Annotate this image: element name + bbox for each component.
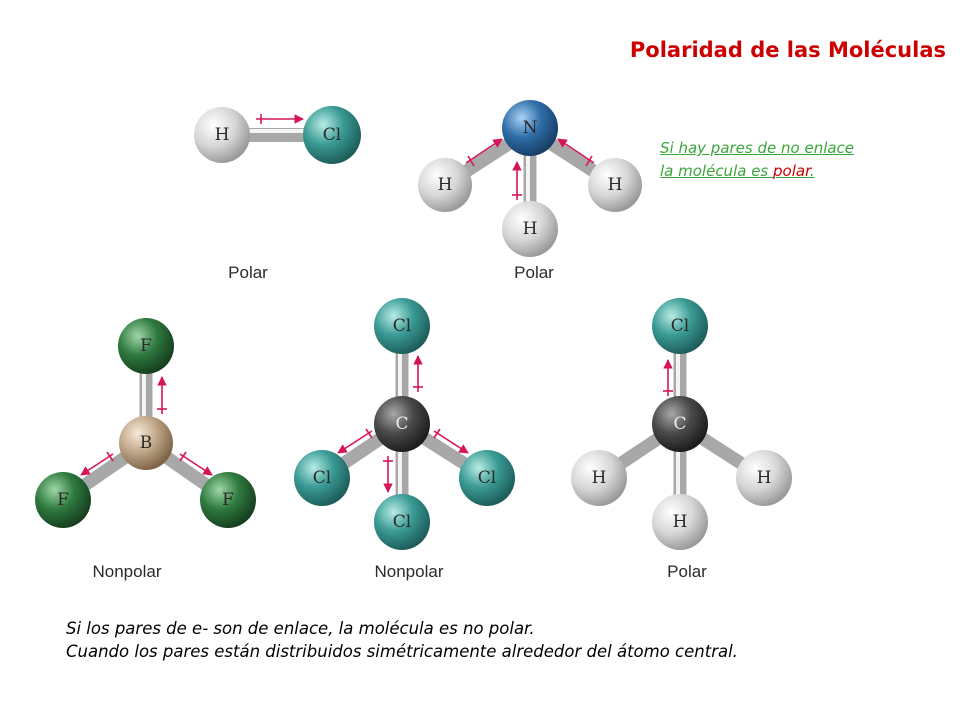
chlorine-atom <box>652 298 708 354</box>
molecule-label-ccl4: Nonpolar <box>375 562 444 581</box>
hydrogen-atom <box>194 107 250 163</box>
atom-label: Cl <box>478 468 496 488</box>
molecule-label-bf3: Nonpolar <box>93 562 162 581</box>
note-highlight-polar: polar <box>773 162 810 180</box>
dipole-arrow <box>80 451 114 476</box>
atom-label: Cl <box>393 316 411 336</box>
dipole-arrow <box>179 451 213 476</box>
dipole-arrow <box>465 138 503 167</box>
atom-label: F <box>57 490 69 510</box>
caption-line-2: Cuando los pares están distribuidos simé… <box>66 642 738 661</box>
molecule-label-ch3cl: Polar <box>667 562 707 581</box>
note-line-1: Si hay pares de no enlace <box>660 139 855 157</box>
fluorine-atom <box>35 472 91 528</box>
dipole-arrow <box>337 428 373 454</box>
carbon-atom <box>374 396 430 452</box>
molecule-label-nh3: Polar <box>514 263 554 282</box>
atom-label: H <box>438 175 453 195</box>
chlorine-atom <box>374 298 430 354</box>
dipole-arrow <box>413 355 423 392</box>
carbon-atom <box>652 396 708 452</box>
dipole-arrow <box>383 456 393 493</box>
molecule-label-hcl: Polar <box>228 263 268 282</box>
molecule-nh3: N H H H Polar <box>418 100 642 282</box>
atom-label: Cl <box>671 316 689 336</box>
dipole-arrow <box>256 114 304 124</box>
dipole-arrow <box>512 161 522 200</box>
dipole-arrow <box>433 428 469 454</box>
nitrogen-atom <box>502 100 558 156</box>
hydrogen-atom <box>571 450 627 506</box>
atom-label: Cl <box>313 468 331 488</box>
chlorine-atom <box>303 106 361 164</box>
atom-label: Cl <box>393 512 411 532</box>
atom-label: F <box>140 336 152 356</box>
hydrogen-atom <box>736 450 792 506</box>
molecule-bf3: F B F F Nonpolar <box>35 318 256 581</box>
atom-label: C <box>673 414 686 434</box>
fluorine-atom <box>118 318 174 374</box>
atom-label: H <box>673 512 688 532</box>
molecule-ch3cl: Cl C H H H Polar <box>571 298 792 581</box>
caption-line-1: Si los pares de e- son de enlace, la mol… <box>66 619 535 638</box>
note-line-2-prefix: la molécula es <box>660 162 774 180</box>
atom-label: H <box>523 219 538 239</box>
page-title: Polaridad de las Moléculas <box>629 38 946 62</box>
fluorine-atom <box>200 472 256 528</box>
atom-label: Cl <box>323 125 341 145</box>
boron-atom <box>119 416 173 470</box>
note-line-2-suffix: . <box>809 162 815 180</box>
chlorine-atom <box>294 450 350 506</box>
hydrogen-atom <box>652 494 708 550</box>
hydrogen-atom <box>418 158 472 212</box>
molecule-hcl: H Cl Polar <box>194 106 361 282</box>
molecule-ccl4: Cl C Cl Cl Cl Nonpolar <box>294 298 515 581</box>
atom-label: H <box>757 468 772 488</box>
atom-label: C <box>395 414 408 434</box>
explanation-caption: Si los pares de e- son de enlace, la mol… <box>66 617 738 663</box>
dipole-arrow <box>157 376 167 414</box>
hydrogen-atom <box>502 201 558 257</box>
atom-label: H <box>215 125 230 145</box>
polar-note: Si hay pares de no enlace la molécula es… <box>660 137 854 183</box>
atom-label: H <box>608 175 623 195</box>
atom-label: N <box>523 118 538 138</box>
atom-label: B <box>140 433 153 453</box>
chlorine-atom <box>374 494 430 550</box>
chlorine-atom <box>459 450 515 506</box>
atom-label: F <box>222 490 234 510</box>
atom-label: H <box>592 468 607 488</box>
hydrogen-atom <box>588 158 642 212</box>
dipole-arrow <box>663 359 673 396</box>
dipole-arrow <box>557 138 595 167</box>
